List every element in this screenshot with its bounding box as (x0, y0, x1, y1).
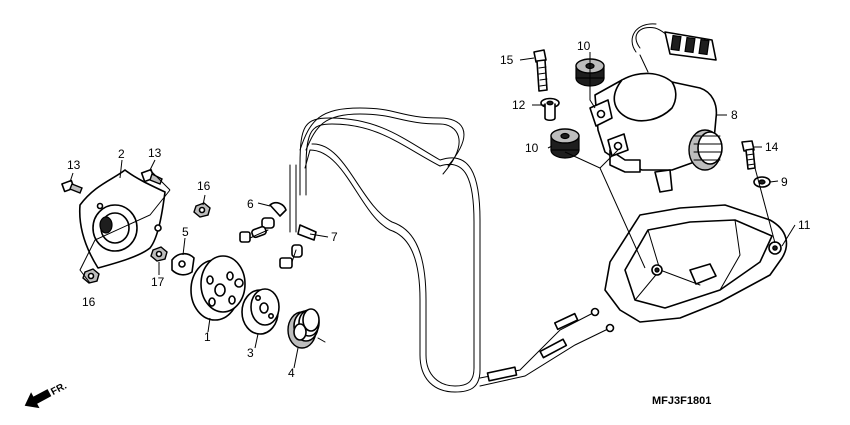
callout-13-right: 13 (148, 146, 162, 160)
callout-16-top: 16 (197, 179, 211, 193)
nut-17 (150, 246, 168, 262)
front-arrow-icon (24, 389, 52, 409)
part-pulley-cover (78, 169, 166, 269)
callout-9: 9 (781, 175, 788, 189)
wire-harness-connector (631, 23, 717, 73)
front-label: FR. (49, 381, 69, 398)
callout-14: 14 (765, 140, 779, 154)
callout-labels: 1 2 3 4 5 6 7 8 9 10 10 11 12 13 13 14 1… (67, 39, 811, 380)
bolt-13-left (61, 179, 83, 194)
callout-13-left: 13 (67, 158, 81, 172)
callout-6: 6 (247, 197, 254, 211)
callout-3: 3 (247, 346, 254, 360)
bolt-14 (741, 140, 756, 170)
front-direction-indicator: FR. (24, 381, 69, 409)
nut-16-top (193, 202, 211, 218)
callout-10-top: 10 (577, 39, 591, 53)
callout-4: 4 (288, 366, 295, 380)
callout-5: 5 (182, 225, 189, 239)
bolt-15 (533, 49, 548, 92)
callout-11: 11 (798, 218, 811, 232)
callout-1: 1 (204, 330, 211, 344)
nut-16-bottom (82, 268, 100, 284)
bolt-13-right (140, 168, 163, 185)
part-retainer-3 (241, 288, 280, 335)
leader-lines (69, 52, 796, 369)
diagram-code: MFJ3F1801 (652, 395, 711, 407)
grommet-10-bottom (550, 128, 580, 159)
washer-9 (753, 176, 771, 188)
part-cover-11 (604, 204, 788, 323)
cable-ends-6-7 (239, 202, 317, 269)
callout-8: 8 (731, 108, 738, 122)
throttle-cables (289, 107, 615, 393)
callout-7: 7 (331, 230, 338, 244)
part-clip-5 (171, 252, 195, 276)
callout-10-bottom: 10 (525, 141, 539, 155)
part-actuator-housing-8 (589, 72, 723, 193)
callout-17: 17 (151, 275, 165, 289)
collar-12 (540, 97, 560, 122)
callout-15: 15 (500, 53, 514, 67)
part-spring-4 (287, 308, 326, 349)
part-pulley-1 (190, 255, 246, 321)
callout-12: 12 (512, 98, 526, 112)
callout-2: 2 (118, 147, 125, 161)
callout-16-bottom: 16 (82, 295, 96, 309)
